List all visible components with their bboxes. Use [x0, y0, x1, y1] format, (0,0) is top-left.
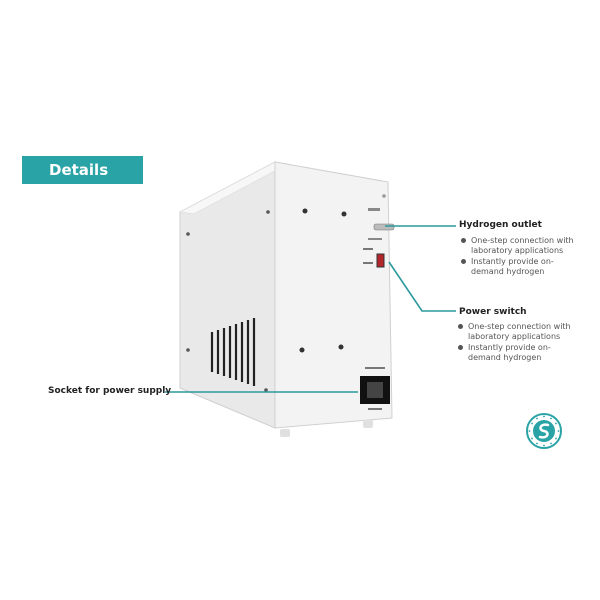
hydrogen-outlet-title: Hydrogen outlet: [459, 220, 542, 230]
bullet-dot-icon: [458, 324, 463, 329]
bullet-dot-icon: [461, 238, 466, 243]
power-switch-title: Power switch: [459, 307, 527, 317]
brand-seal-icon: [526, 413, 562, 449]
bullet-dot-icon: [458, 345, 463, 350]
hydrogen-generator-device: [178, 161, 395, 437]
power-switch-bullets: One-step connection with laboratory appl…: [458, 322, 578, 364]
bullet-item: One-step connection with laboratory appl…: [458, 322, 578, 342]
details-banner: Details: [22, 156, 143, 184]
socket-label: Socket for power supply: [48, 386, 172, 396]
bullet-dot-icon: [461, 259, 466, 264]
bullet-item: One-step connection with laboratory appl…: [461, 236, 581, 256]
hydrogen-outlet-bullets: One-step connection with laboratory appl…: [461, 236, 581, 278]
bullet-item: Instantly provide on-demand hydrogen: [458, 343, 578, 363]
bullet-item: Instantly provide on-demand hydrogen: [461, 257, 581, 277]
details-label: Details: [49, 161, 109, 179]
